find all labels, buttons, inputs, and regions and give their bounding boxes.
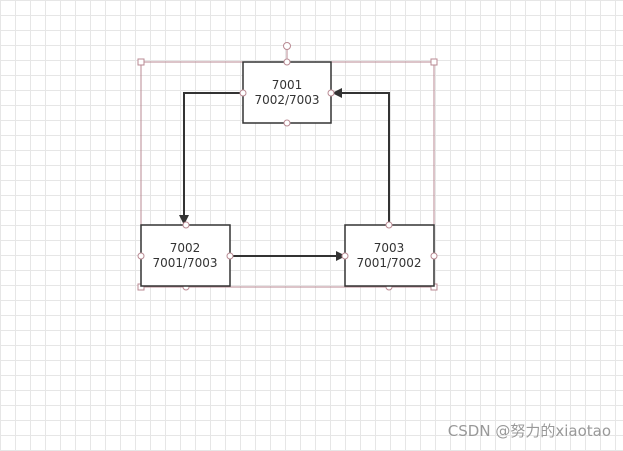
edge-7003-to-7001[interactable] <box>332 88 390 225</box>
node-label-id: 7003 <box>374 241 405 255</box>
connection-point[interactable] <box>182 221 190 229</box>
watermark: CSDN @努力的xiaotao <box>447 422 611 440</box>
connection-point[interactable] <box>137 252 145 260</box>
node-label-peers: 7002/7003 <box>254 93 319 107</box>
rotate-handle[interactable] <box>283 42 291 50</box>
node-label-id: 7001 <box>272 78 303 92</box>
connection-point[interactable] <box>283 58 291 66</box>
node-label-peers: 7001/7003 <box>152 256 217 270</box>
resize-handle-top-left[interactable] <box>137 58 145 66</box>
node-label-peers: 7001/7002 <box>356 256 421 270</box>
connection-point[interactable] <box>341 252 349 260</box>
node-7002[interactable]: 7002 7001/7003 <box>137 221 234 287</box>
edge-7001-to-7002[interactable] <box>179 92 243 225</box>
node-7003[interactable]: 7003 7001/7002 <box>341 221 438 287</box>
connection-point[interactable] <box>385 221 393 229</box>
connection-point[interactable] <box>327 89 335 97</box>
connection-point[interactable] <box>430 252 438 260</box>
connection-point[interactable] <box>226 252 234 260</box>
resize-handle-top-right[interactable] <box>430 58 438 66</box>
node-label-id: 7002 <box>170 241 201 255</box>
connection-point[interactable] <box>239 89 247 97</box>
connection-point[interactable] <box>283 119 291 127</box>
node-7001[interactable]: 7001 7002/7003 <box>239 58 335 127</box>
